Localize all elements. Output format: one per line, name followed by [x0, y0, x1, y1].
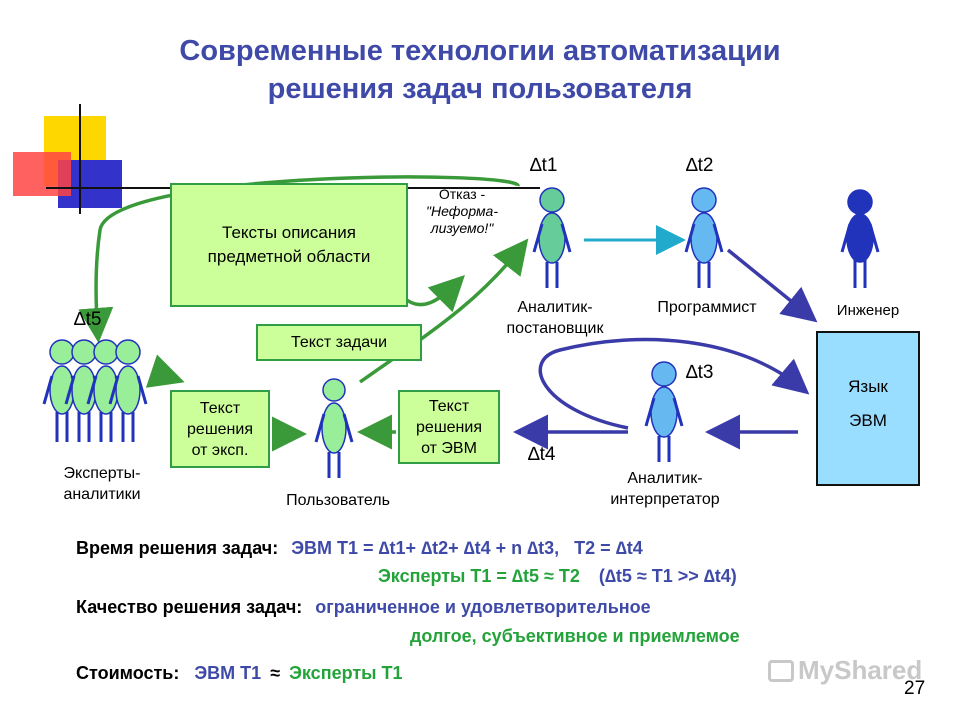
programmer-figure-icon: [684, 187, 724, 288]
user-label: Пользователь: [286, 492, 390, 509]
analyst-interpreter-figure-icon: [644, 361, 684, 462]
time-experts-row: Эксперты Т1 = ∆t5 ≈ Т2 (∆t5 ≈ Т1 >> ∆t4): [378, 566, 737, 587]
arrow-domain-to-refusal: [398, 275, 465, 313]
domain-texts-box: Тексты описания предметной области: [170, 183, 408, 307]
page-title: Современные технологии автоматизации реш…: [0, 32, 960, 108]
title-line-2: решения задач пользователя: [267, 73, 693, 105]
cost-row: Стоимость: ЭВМ Т1 ≈ Эксперты Т1: [76, 663, 403, 684]
computer-language-box: Язык ЭВМ: [816, 331, 920, 486]
time-label: Время решения задач:: [76, 538, 279, 558]
arrow-setter-to-experts: [78, 175, 520, 343]
computer-solution-box: Текст решения от ЭВМ: [398, 390, 500, 464]
watermark-logo-icon: [768, 660, 794, 682]
user-figure-icon: [314, 378, 354, 478]
time-experts-note: (∆t5 ≈ Т1 >> ∆t4): [598, 566, 737, 586]
time-experts-formula: Эксперты Т1 = ∆t5 ≈ Т2: [378, 566, 580, 586]
quality-row: Качество решения задач: ограниченное и у…: [76, 597, 651, 618]
arrow-programmer-to-language: [726, 248, 818, 323]
experts-label-line-1: Эксперты-: [63, 465, 141, 482]
experts-figures-icon: [42, 339, 148, 442]
experts-label-line-2: аналитики: [63, 486, 141, 503]
cost-computer: ЭВМ Т1: [194, 663, 262, 683]
expert-solution-box: Текст решения от эксп.: [170, 390, 270, 468]
analyst-interpreter-label: Аналитик- интерпретатор: [590, 468, 740, 510]
task-text-box: Текст задачи: [256, 324, 422, 361]
cost-label: Стоимость:: [76, 663, 180, 683]
watermark-text: MyShared: [798, 655, 923, 685]
time-label-t3: ∆t3: [686, 362, 714, 383]
refusal-line-1: Отказ -: [438, 186, 486, 202]
analyst-interpreter-label-line-2: интерпретатор: [610, 491, 720, 508]
time-row: Время решения задач: ЭВМ Т1 = ∆t1+ ∆t2+ …: [76, 538, 643, 559]
watermark: MyShared: [768, 655, 922, 686]
analyst-setter-figure-icon: [532, 187, 572, 288]
quality-label: Качество решения задач:: [76, 597, 303, 617]
time-computer-t2: Т2 = ∆t4: [574, 538, 643, 558]
time-computer-formula: ЭВМ Т1 = ∆t1+ ∆t2+ ∆t4 + n ∆t3,: [291, 538, 560, 558]
refusal-line-3: лизуемо!": [430, 220, 494, 236]
engineer-figure-icon: [840, 189, 880, 288]
cost-approx: ≈: [270, 663, 281, 683]
arrow-experts-to-solution: [145, 354, 185, 388]
arrow-user-to-setter: [358, 238, 529, 384]
analyst-setter-label-line-2: постановщик: [506, 320, 604, 337]
language-box-line-1: Язык: [848, 377, 888, 396]
language-box-line-2: ЭВМ: [849, 411, 887, 430]
time-label-t5: ∆t5: [74, 309, 102, 330]
title-line-1: Современные технологии автоматизации: [179, 35, 781, 67]
page-number: 27: [904, 678, 926, 699]
time-label-t2: ∆t2: [686, 155, 714, 176]
time-label-t1: ∆t1: [530, 155, 558, 176]
analyst-interpreter-label-line-1: Аналитик-: [627, 470, 703, 487]
experts-label: Эксперты- аналитики: [40, 463, 164, 505]
cost-experts: Эксперты Т1: [289, 663, 403, 683]
engineer-label: Инженер: [836, 302, 900, 319]
programmer-label: Программист: [657, 299, 757, 316]
refusal-note: Отказ - "Неформа- лизуемо!": [410, 186, 514, 237]
quality-line-1: ограниченное и удовлетворительное: [315, 597, 651, 617]
analyst-setter-label: Аналитик- постановщик: [484, 297, 626, 339]
analyst-setter-label-line-1: Аналитик-: [517, 299, 593, 316]
refusal-line-2: "Неформа-: [425, 203, 499, 219]
time-label-t4: ∆t4: [528, 444, 556, 465]
quality-line-2: долгое, субъективное и приемлемое: [410, 626, 740, 646]
arrow-interpreter-loop: [538, 337, 810, 430]
